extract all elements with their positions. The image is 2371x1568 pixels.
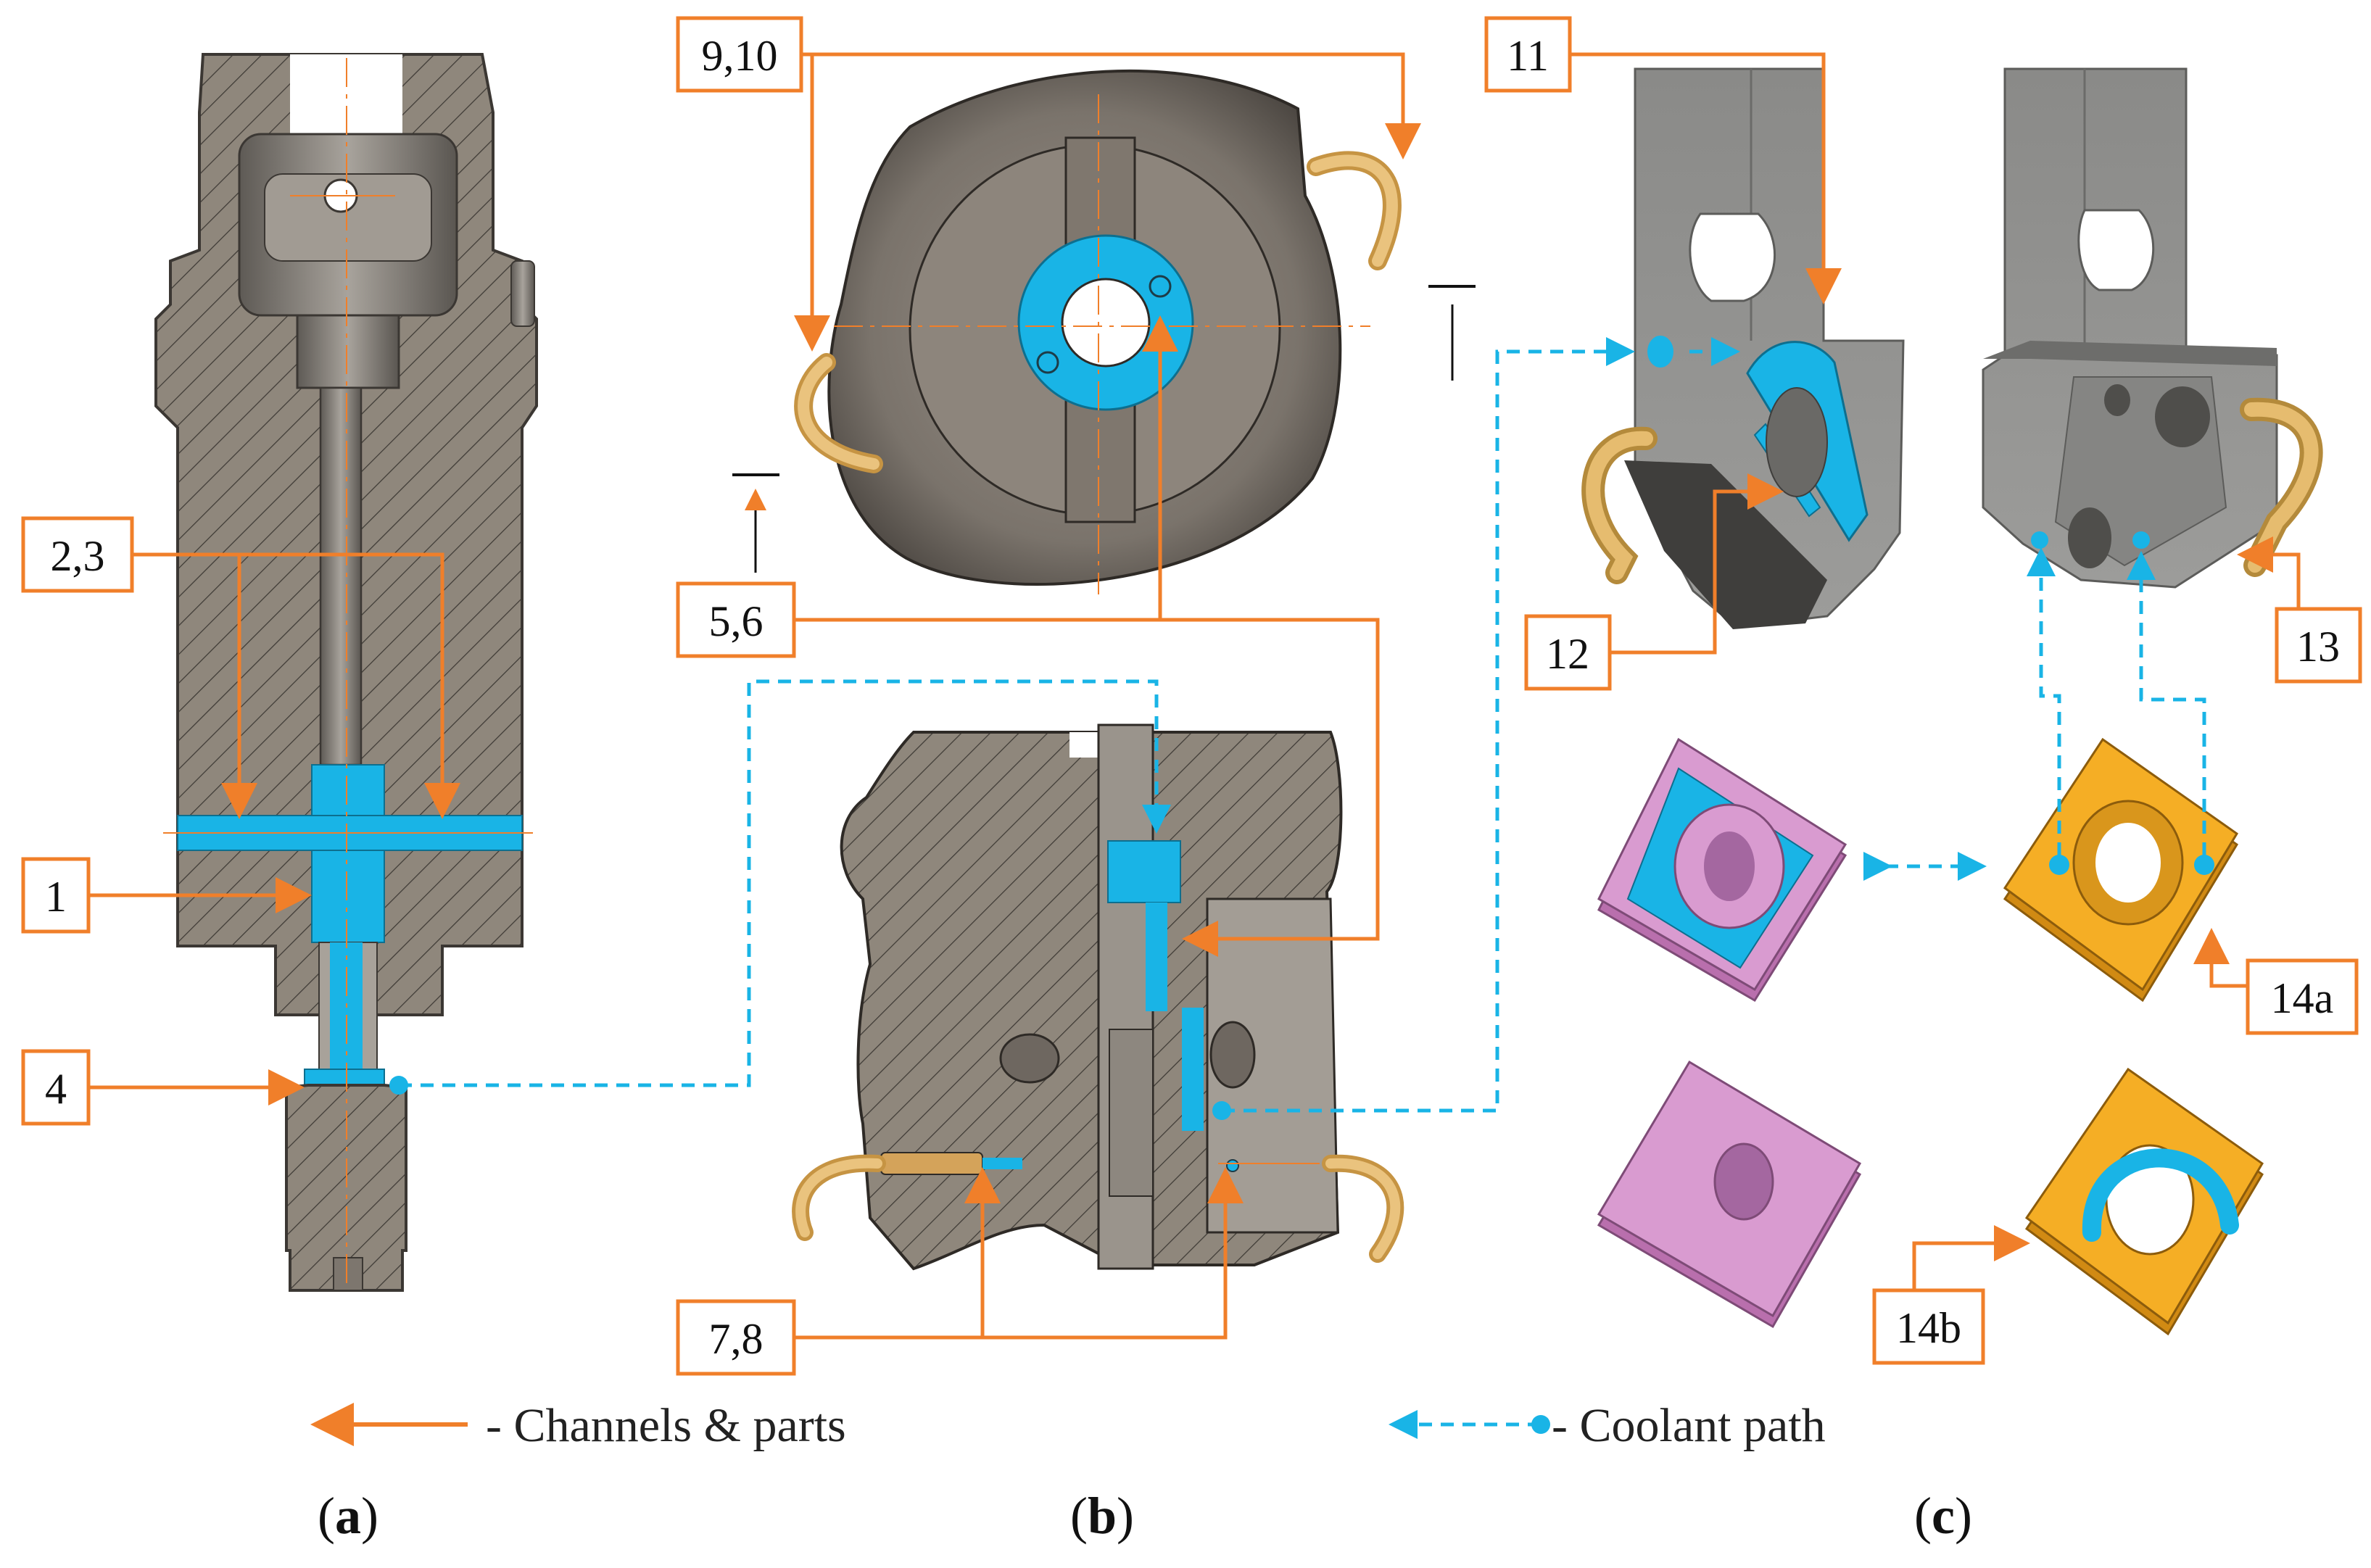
callout-2-3: 2,3	[21, 516, 134, 593]
callout-4: 4	[21, 1049, 91, 1126]
panel-a-holder-section	[154, 53, 538, 1292]
callout-label: 12	[1546, 630, 1589, 678]
callout-label: 11	[1507, 32, 1549, 80]
panel-c-shim-14b	[2024, 1067, 2264, 1336]
panel-b-section-view	[792, 723, 1404, 1271]
callout-7-8: 7,8	[676, 1299, 796, 1376]
panel-a-leaders	[88, 552, 460, 1106]
callout-13: 13	[2275, 607, 2362, 684]
panel-c-insert-plain	[1597, 1060, 1862, 1329]
panel-c-leaders	[1570, 52, 2349, 1290]
callout-label: 1	[45, 873, 67, 921]
panel-label-a: (a)	[318, 1487, 378, 1545]
callout-14a: 14a	[2246, 958, 2359, 1035]
callout-1: 1	[21, 857, 91, 934]
callout-label: 5,6	[709, 597, 764, 645]
legend-channels: - Channels & parts	[310, 1399, 846, 1452]
legend-coolant-label: - Coolant path	[1552, 1399, 1826, 1452]
coolant-path-lines	[389, 337, 2206, 1120]
panel-c-right-holder	[1982, 67, 2323, 589]
callout-14b: 14b	[1872, 1288, 1985, 1365]
panel-label-b: (b)	[1070, 1487, 1134, 1545]
callout-label: 9,10	[702, 32, 778, 80]
legend-channels-label: - Channels & parts	[486, 1399, 846, 1452]
panel-label-c: (c)	[1914, 1487, 1972, 1545]
callout-9-10: 9,10	[676, 16, 803, 93]
callout-5-6: 5,6	[676, 581, 796, 658]
panel-c-insert-with-channel	[1597, 737, 1847, 1003]
legend-coolant: - Coolant path	[1389, 1399, 1826, 1452]
callout-label: 14b	[1896, 1304, 1961, 1352]
callout-11: 11	[1484, 16, 1572, 93]
callout-label: 4	[45, 1065, 67, 1113]
callout-label: 13	[2296, 623, 2340, 671]
panel-b-front-view	[732, 69, 1476, 594]
callout-label: 2,3	[51, 532, 105, 580]
callout-label: 7,8	[709, 1315, 764, 1363]
callout-12: 12	[1524, 614, 1612, 691]
callout-label: 14a	[2271, 974, 2334, 1022]
panel-c-shim-14a	[2003, 737, 2239, 1003]
panel-c-left-holder	[1581, 67, 1905, 629]
